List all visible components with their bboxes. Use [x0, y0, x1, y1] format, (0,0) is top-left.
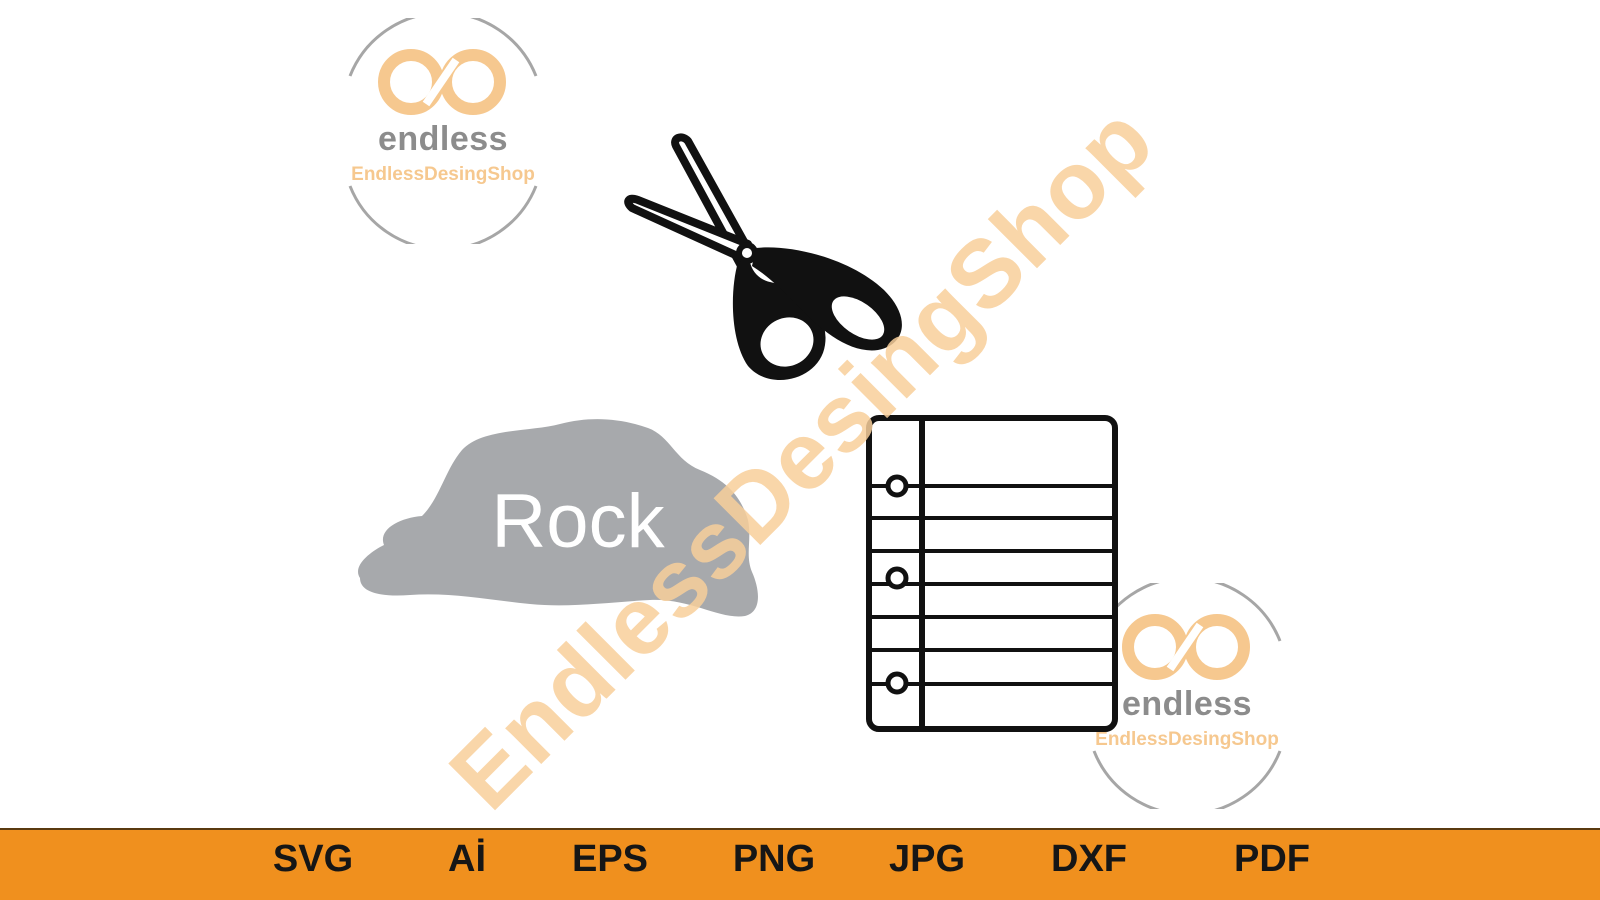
rock-label: Rock	[491, 479, 665, 564]
notebook-paper-icon	[866, 415, 1118, 732]
brand-logo-bottom: endless EndlessDesingShop	[1082, 583, 1292, 809]
brand-logo-top: endless EndlessDesingShop	[338, 18, 548, 244]
format-bar: SVG Aİ EPS PNG JPG DXF PDF	[0, 828, 1600, 900]
format-jpg: JPG	[888, 838, 966, 880]
rock-shape: Rock	[358, 419, 758, 617]
logo-shop-name: EndlessDesingShop	[1095, 729, 1279, 750]
logo-shop-name: EndlessDesingShop	[351, 164, 535, 185]
logo-ring-icon	[348, 18, 538, 244]
format-svg: SVG	[272, 838, 354, 880]
scissors-icon	[624, 133, 902, 381]
logo-wordmark: endless	[1121, 685, 1253, 723]
logo-wordmark: endless	[377, 120, 509, 158]
format-pdf: PDF	[1234, 838, 1310, 880]
format-eps: EPS	[571, 838, 649, 880]
format-ai: Aİ	[448, 838, 486, 880]
format-dxf: DXF	[1051, 838, 1127, 880]
logo-ring-icon	[1092, 583, 1282, 809]
format-png: PNG	[732, 838, 816, 880]
illustration-scene: Rock	[358, 133, 1118, 732]
